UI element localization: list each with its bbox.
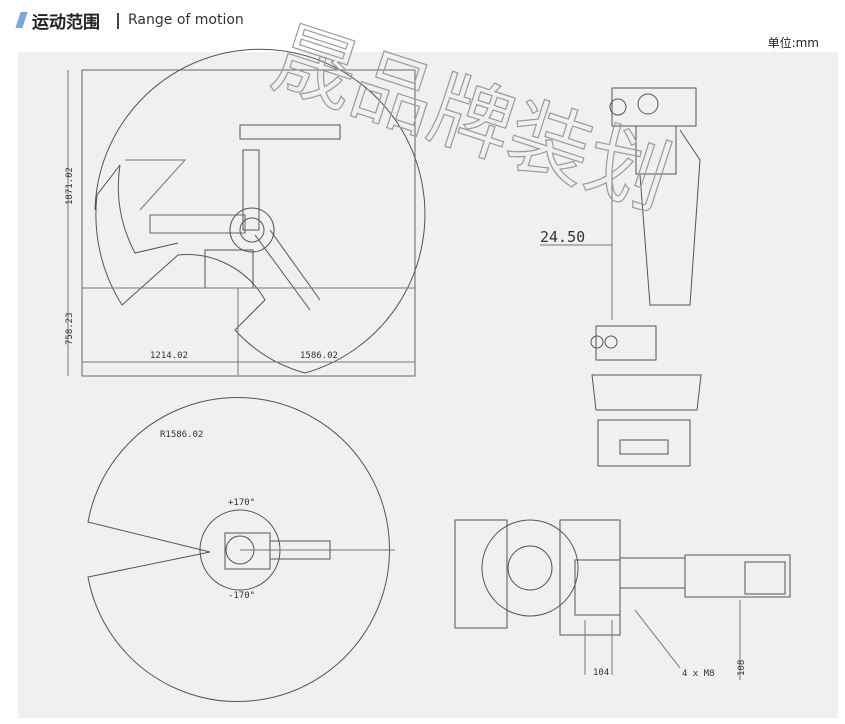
watermark-text: 晟品牌装划	[262, 11, 681, 228]
title-separator	[117, 13, 119, 29]
top-view-envelope	[87, 397, 390, 702]
dim-holes: 4 x M8	[682, 669, 715, 679]
dim-height-lower: 758.23	[65, 312, 75, 345]
base-view	[454, 519, 791, 680]
unit-label: 单位:mm	[767, 36, 819, 50]
dim-offset: 24.50	[540, 228, 585, 246]
top-view	[87, 397, 395, 702]
side-view	[67, 48, 426, 377]
drawing-panel	[18, 52, 838, 718]
dim-height-upper: 1871.02	[65, 167, 75, 205]
section-subtitle: Range of motion	[128, 12, 244, 28]
section-title: 运动范围	[32, 13, 100, 33]
dim-reach-back: 1214.02	[150, 351, 188, 361]
dim-104: 104	[593, 668, 609, 678]
dim-reach-front: 1586.02	[300, 351, 338, 361]
angle-positive: +170°	[228, 498, 255, 508]
dim-radius: R1586.02	[160, 430, 203, 440]
side-view-envelope	[94, 48, 426, 374]
side-view-frame	[81, 69, 416, 377]
angle-negative: -170°	[228, 591, 255, 601]
section-header: 运动范围 Range of motion	[0, 0, 845, 40]
front-view	[540, 87, 702, 467]
dim-108: 108	[737, 660, 747, 676]
